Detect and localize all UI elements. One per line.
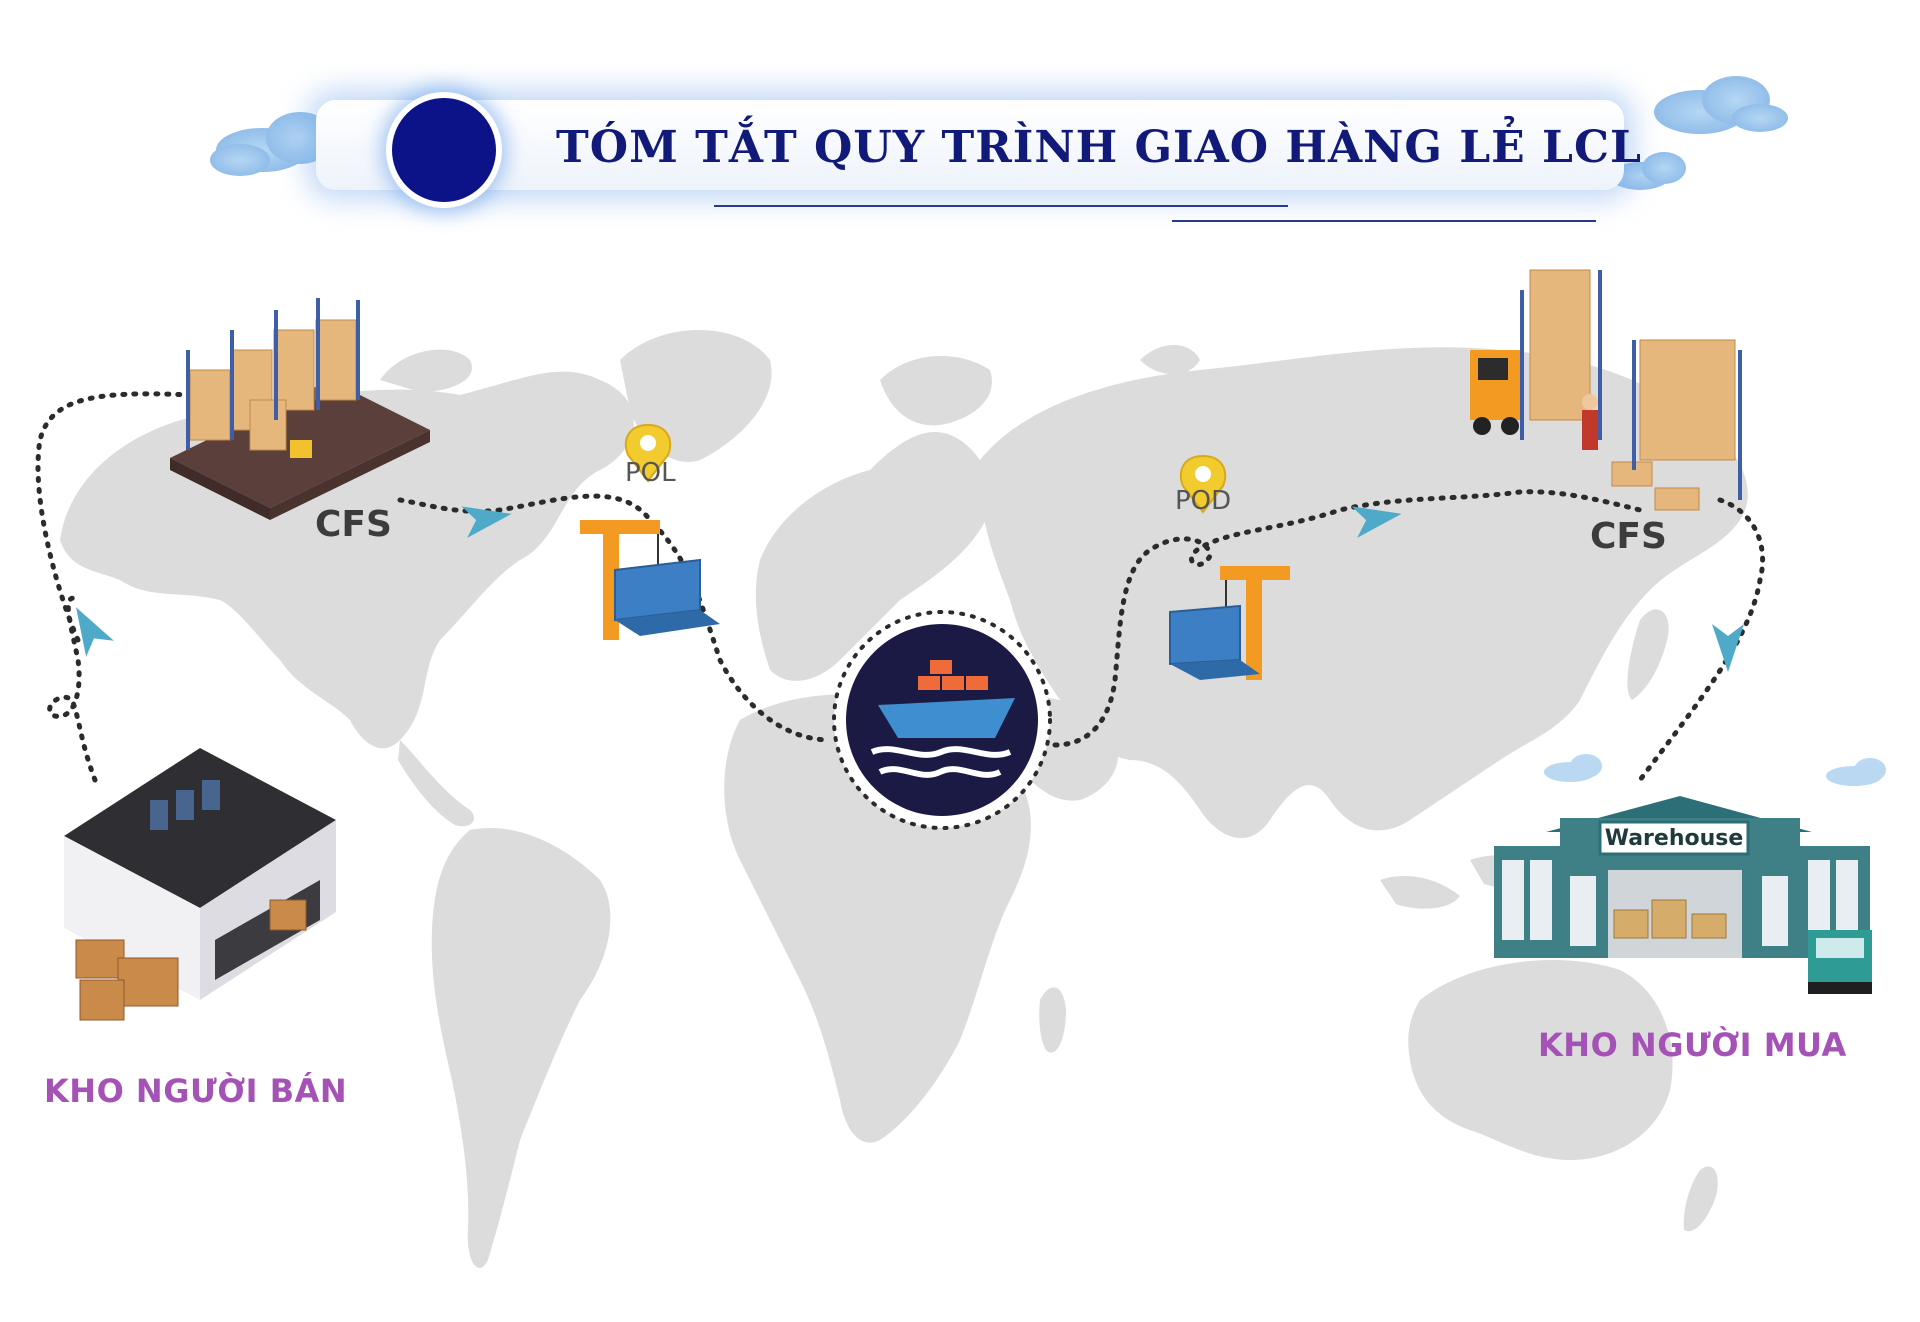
title-underline xyxy=(1172,220,1596,222)
world-map xyxy=(60,330,1748,1269)
seller-warehouse-label: KHO NGƯỜI BÁN xyxy=(44,1072,348,1110)
pol-label: POL xyxy=(625,458,676,488)
warehouse-sign-label: Warehouse xyxy=(1604,826,1744,851)
ship-badge xyxy=(832,610,1052,830)
location-pin-icon xyxy=(624,423,672,483)
cfs-origin-warehouse-icon xyxy=(170,298,430,520)
buyer-warehouse-label: KHO NGƯỜI MUA xyxy=(1538,1026,1847,1064)
arrow-icon xyxy=(1351,506,1402,538)
cfs-destination-warehouse-icon xyxy=(1470,269,1742,511)
cfs-origin-label: CFS xyxy=(315,504,392,545)
title-bar xyxy=(316,100,1624,190)
seller-warehouse-icon xyxy=(64,748,336,1021)
ship-icon xyxy=(870,660,1015,778)
buyer-warehouse-icon xyxy=(1494,796,1872,994)
port-crane-icon xyxy=(580,520,720,640)
cloud-icon xyxy=(1610,76,1788,190)
arrow-icon xyxy=(76,607,114,657)
page-title: TÓM TẮT QUY TRÌNH GIAO HÀNG LẺ LCL xyxy=(556,122,1642,173)
title-underline xyxy=(714,205,1288,207)
title-circle-icon xyxy=(386,92,502,208)
title-banner: TÓM TẮT QUY TRÌNH GIAO HÀNG LẺ LCL xyxy=(316,92,1642,208)
cloud-icon xyxy=(1544,754,1886,786)
port-crane-icon xyxy=(1169,566,1290,680)
pod-label: POD xyxy=(1175,486,1232,516)
truck-icon xyxy=(1808,930,1872,994)
location-pin-icon xyxy=(1179,454,1227,514)
cfs-destination-label: CFS xyxy=(1590,516,1667,557)
arrow-icon xyxy=(461,506,512,538)
arrow-icon xyxy=(1712,624,1744,672)
